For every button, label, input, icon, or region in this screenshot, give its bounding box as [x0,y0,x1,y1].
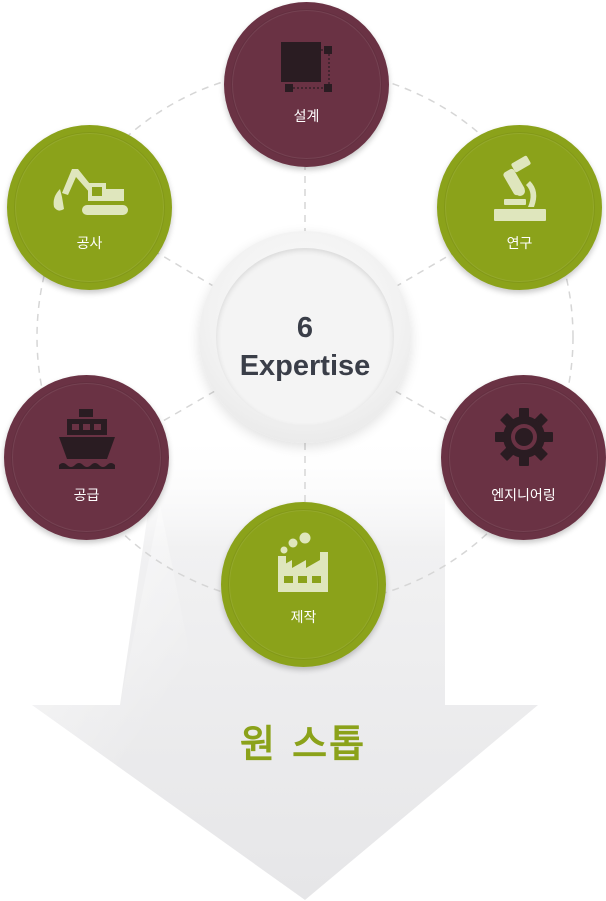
one-stop-title: 원 스톱 [239,722,367,766]
node-label: 연구 [506,236,533,252]
center-badge-inner: 6 Expertise [216,248,394,426]
node-construction: 공사 [7,125,172,290]
node-engineering: 엔지니어링 [441,375,606,540]
ship-icon [58,409,115,469]
node-supply: 공급 [4,375,169,540]
node-research: 연구 [437,125,602,290]
down-arrow-highlight [32,505,305,900]
factory-icon [277,532,328,592]
gear-icon [494,408,553,466]
node-label: 공급 [73,488,100,504]
blueprint-select-icon [280,42,332,92]
node-label: 제작 [290,610,317,626]
node-manufacturing: 제작 [221,502,386,667]
node-label: 공사 [76,236,103,252]
connector-lines [155,163,456,504]
microscope-icon [493,155,546,221]
node-label: 설계 [293,109,320,125]
expertise-title: Expertise [239,350,371,382]
excavator-icon [53,169,128,215]
node-design: 설계 [224,2,389,167]
center-badge: 6 Expertise [199,231,411,443]
expertise-count: 6 [296,312,314,344]
node-label: 엔지니어링 [491,488,556,504]
